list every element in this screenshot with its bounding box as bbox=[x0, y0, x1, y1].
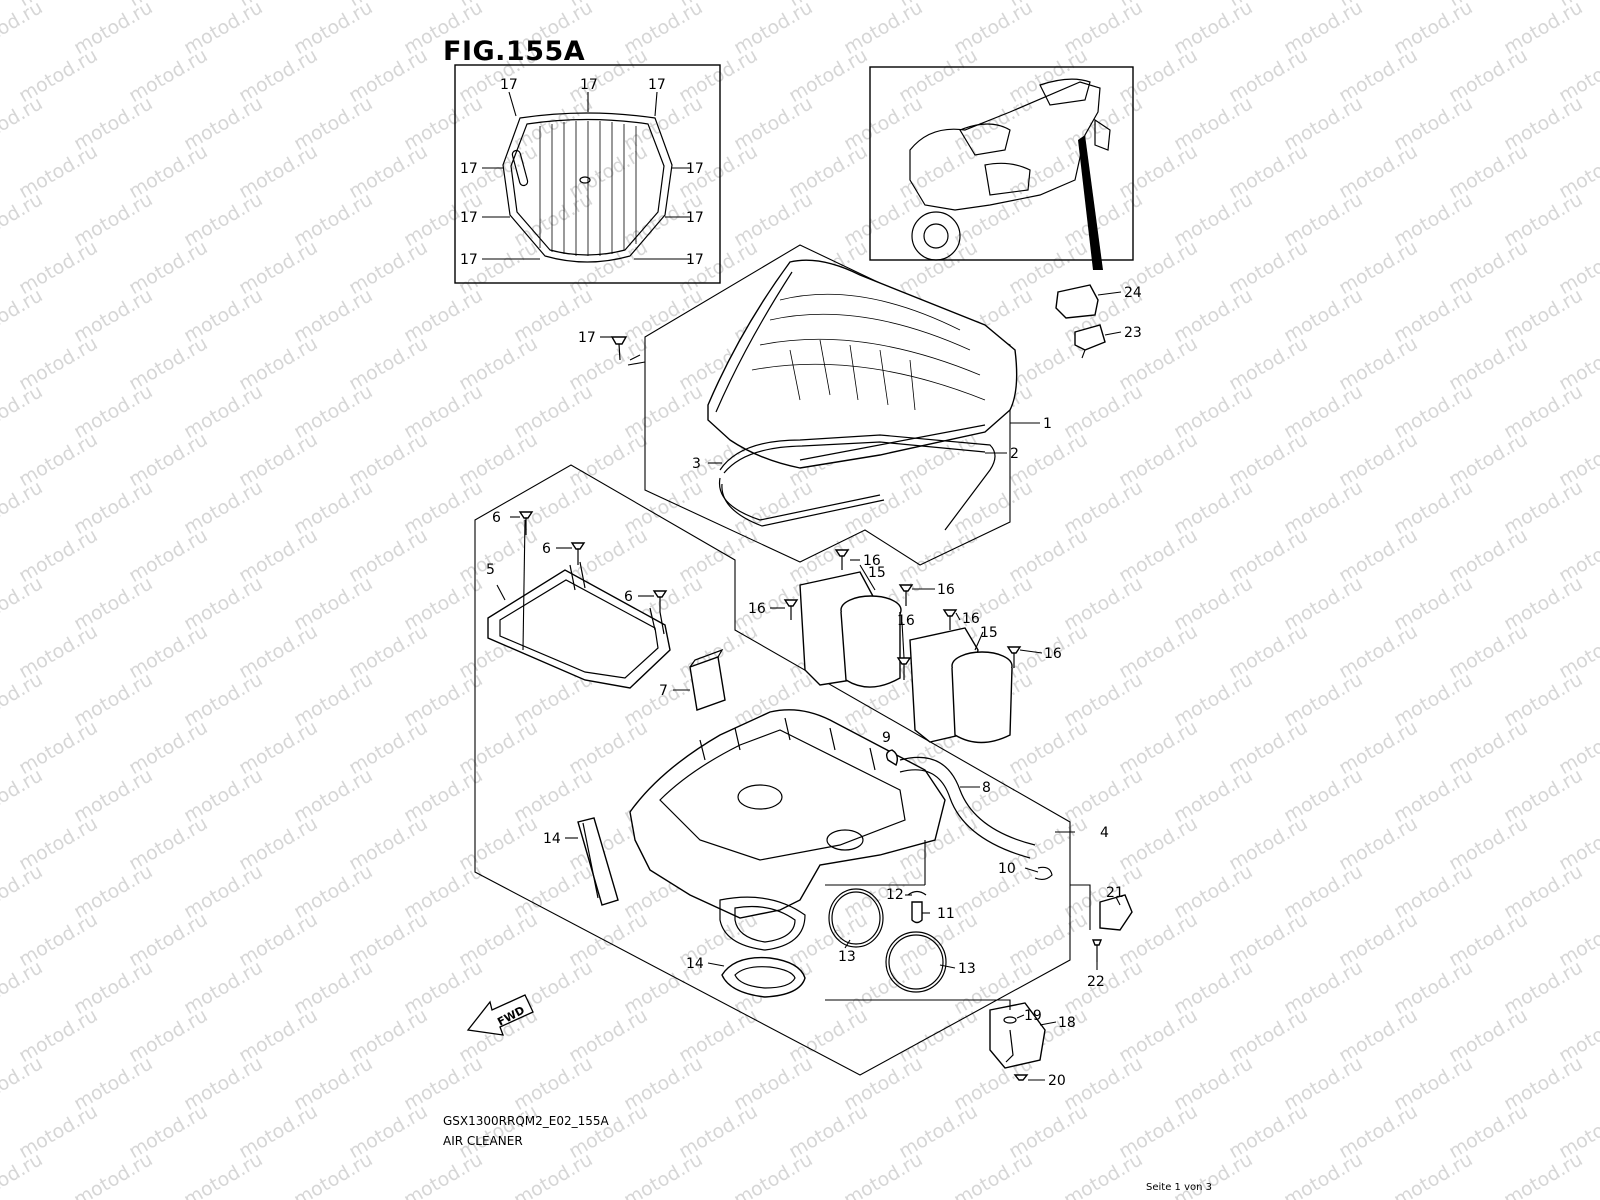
drain-plug bbox=[907, 890, 927, 924]
intake-ducts bbox=[577, 817, 806, 998]
forward-direction-arrow: FWD bbox=[466, 994, 534, 1036]
callout-15b: 15 bbox=[980, 625, 998, 641]
screw-17 bbox=[600, 336, 646, 366]
callout-17: 17 bbox=[578, 330, 596, 346]
callout-6a: 6 bbox=[492, 510, 501, 526]
callout-17-mid-right-upper: 17 bbox=[686, 161, 704, 177]
callout-10: 10 bbox=[998, 861, 1016, 877]
cover-seals bbox=[718, 434, 996, 531]
callout-1: 1 bbox=[1043, 416, 1052, 432]
callout-24: 24 bbox=[1124, 285, 1142, 301]
callout-15a: 15 bbox=[868, 565, 886, 581]
sensors-and-brackets bbox=[989, 284, 1133, 1081]
callout-2: 2 bbox=[1010, 446, 1019, 462]
section-name: AIR CLEANER bbox=[443, 1134, 523, 1148]
air-box-base bbox=[629, 709, 946, 951]
screws-6 bbox=[518, 511, 668, 612]
leader-lines bbox=[496, 291, 1122, 1026]
callout-22: 22 bbox=[1087, 974, 1105, 990]
callout-13b: 13 bbox=[958, 961, 976, 977]
callout-17-bottom-left: 17 bbox=[460, 252, 478, 268]
callout-17-bottom-right: 17 bbox=[686, 252, 704, 268]
intake-funnels bbox=[783, 549, 1022, 744]
model-code: GSX1300RRQM2_E02_155A bbox=[443, 1114, 609, 1128]
callout-6b: 6 bbox=[542, 541, 551, 557]
callout-14b: 14 bbox=[686, 956, 704, 972]
callout-21: 21 bbox=[1106, 885, 1124, 901]
callout-5: 5 bbox=[486, 562, 495, 578]
callout-19: 19 bbox=[1024, 1008, 1042, 1024]
foam-block bbox=[689, 648, 726, 711]
callout-17-top-center: 17 bbox=[580, 77, 598, 93]
inset-cover-view: 17 17 17 17 17 17 17 17 17 bbox=[454, 64, 721, 284]
callout-17-mid-left-upper: 17 bbox=[460, 161, 478, 177]
callout-17-top-left: 17 bbox=[500, 77, 518, 93]
filter-element bbox=[487, 519, 671, 689]
callout-16f: 16 bbox=[1044, 646, 1062, 662]
page-count: Seite 1 von 3 bbox=[1146, 1182, 1212, 1193]
breather-hose bbox=[885, 749, 1053, 881]
callout-8: 8 bbox=[982, 780, 991, 796]
callout-16a: 16 bbox=[863, 553, 881, 569]
callout-18: 18 bbox=[1058, 1015, 1076, 1031]
callout-17-mid-right-lower: 17 bbox=[686, 210, 704, 226]
callout-23: 23 bbox=[1124, 325, 1142, 341]
callout-14a: 14 bbox=[543, 831, 561, 847]
callout-16d: 16 bbox=[897, 613, 915, 629]
callout-3: 3 bbox=[692, 456, 701, 472]
figure-title: FIG.155A bbox=[443, 36, 586, 67]
callout-16c: 16 bbox=[748, 601, 766, 617]
callout-labels: 1 2 3 4 5 6 6 6 7 8 9 10 11 12 13 13 14 … bbox=[486, 285, 1142, 1089]
callout-13a: 13 bbox=[838, 949, 856, 965]
motorcycle-location-inset bbox=[869, 66, 1134, 270]
o-rings bbox=[828, 888, 947, 993]
callout-17-top-right: 17 bbox=[648, 77, 666, 93]
air-cleaner-cover bbox=[707, 259, 1018, 469]
callout-4: 4 bbox=[1100, 825, 1109, 841]
callout-6c: 6 bbox=[624, 589, 633, 605]
callout-16e: 16 bbox=[962, 611, 980, 627]
callout-17-mid-left-lower: 17 bbox=[460, 210, 478, 226]
callout-7: 7 bbox=[659, 683, 668, 699]
callout-11: 11 bbox=[937, 906, 955, 922]
callout-16b: 16 bbox=[937, 582, 955, 598]
callout-12: 12 bbox=[886, 887, 904, 903]
callout-9: 9 bbox=[882, 730, 891, 746]
callout-20: 20 bbox=[1048, 1073, 1066, 1089]
